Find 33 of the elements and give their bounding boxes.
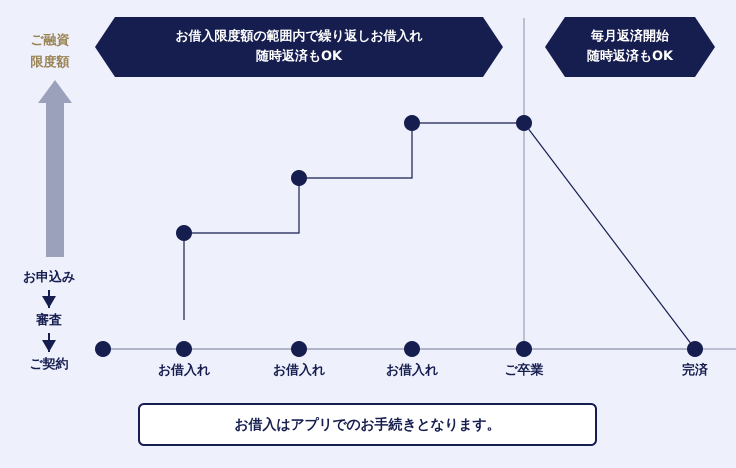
banner-text: お借入限度額の範囲内で繰り返しお借入れ bbox=[176, 28, 422, 46]
milestone-label: 完済 bbox=[682, 362, 708, 379]
step-text: ご契約 bbox=[14, 355, 84, 375]
axis-label: ご融資限度額 bbox=[30, 32, 70, 72]
milestone-label: ご卒業 bbox=[504, 362, 544, 379]
down-arrow bbox=[42, 290, 56, 308]
connector-line bbox=[192, 348, 291, 350]
timeline-dot bbox=[404, 115, 420, 131]
milestone-label: お借入れ bbox=[386, 362, 438, 379]
down-arrow bbox=[42, 333, 56, 352]
banner-shape bbox=[545, 17, 715, 77]
step-text: 審査 bbox=[19, 311, 79, 331]
milestone-label: お借入れ bbox=[273, 362, 325, 379]
connector-line bbox=[420, 348, 516, 350]
timeline-dot bbox=[291, 170, 307, 186]
milestone-label: お借入れ bbox=[158, 362, 210, 379]
connector-line bbox=[183, 241, 185, 320]
banner-text: 随時返済もOK bbox=[256, 48, 342, 66]
banner-text: 随時返済もOK bbox=[586, 48, 674, 66]
timeline-dot bbox=[95, 341, 111, 357]
note-box: お借入はアプリでのお手続きとなります。 bbox=[138, 403, 597, 446]
connector-line bbox=[111, 348, 176, 350]
step-text: お申込み bbox=[9, 268, 89, 288]
banner-text: 毎月返済開始 bbox=[591, 28, 669, 46]
connector-line bbox=[192, 186, 300, 234]
timeline-dot bbox=[176, 225, 192, 241]
timeline-dot bbox=[516, 115, 532, 131]
connector-line bbox=[528, 129, 691, 343]
banner-shape bbox=[95, 17, 503, 77]
connector-line bbox=[307, 131, 413, 179]
connector-line bbox=[420, 122, 516, 124]
connector-line bbox=[532, 348, 687, 350]
connector-line bbox=[307, 348, 404, 350]
